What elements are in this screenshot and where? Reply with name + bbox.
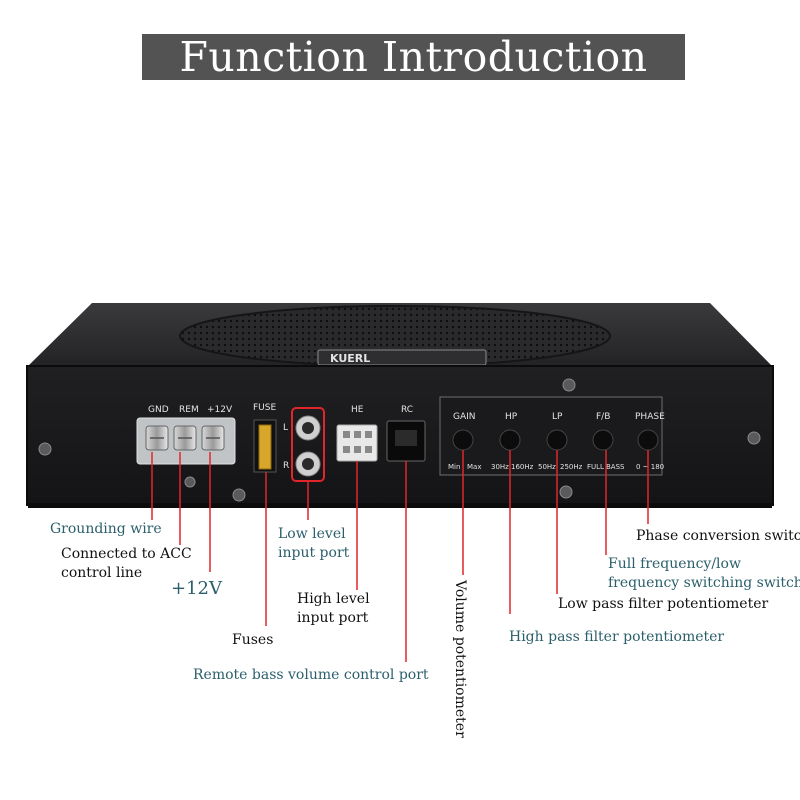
terminal-label-gnd: GND	[148, 405, 169, 415]
control-label-gain: GAIN	[453, 412, 476, 422]
fb-max-label: BASS	[606, 463, 625, 471]
callout-low-level-1: Low level	[278, 526, 346, 542]
callout-high-level-2: input port	[297, 610, 369, 626]
lp-max-label: 250Hz	[560, 463, 583, 471]
control-label-lp: LP	[552, 412, 563, 422]
callout-acc-line-1: Connected to ACC	[61, 546, 192, 562]
terminal-label-12v: +12V	[207, 405, 233, 415]
callout-fuses: Fuses	[232, 632, 274, 648]
callout-phase-switch: Phase conversion switch	[636, 528, 800, 544]
callout-volume-potentiometer: Volume potentiometer	[452, 580, 468, 738]
fuse-icon	[258, 424, 272, 470]
callout-lines	[151, 450, 649, 662]
screw-icon	[38, 378, 761, 502]
callout-high-level-1: High level	[297, 591, 370, 607]
hp-min-label: 30Hz	[491, 463, 509, 471]
gain-min-label: Min	[448, 463, 460, 471]
knob-icon	[452, 429, 659, 451]
rca-jack-icon	[295, 415, 321, 477]
fuse-label: FUSE	[253, 403, 276, 413]
page-title: Function Introduction	[142, 34, 685, 80]
gain-max-label: Max	[467, 463, 481, 471]
hp-max-label: 160Hz	[511, 463, 534, 471]
callout-plus12v: +12V	[171, 578, 222, 599]
channel-label-l: L	[283, 423, 288, 433]
callout-high-pass: High pass filter potentiometer	[509, 629, 725, 645]
phase-range-label: 0 ~ 180	[636, 463, 664, 471]
fb-min-label: FULL	[587, 463, 604, 471]
he-label: HE	[351, 405, 364, 415]
control-label-phase: PHASE	[635, 412, 665, 422]
control-label-hp: HP	[505, 412, 518, 422]
callout-grounding-wire: Grounding wire	[50, 521, 162, 537]
callout-full-freq-2: frequency switching switch	[608, 575, 800, 591]
brand-logo: KUERL	[330, 352, 370, 365]
rc-label: RC	[401, 405, 413, 415]
chassis-bottom-edge	[28, 503, 772, 508]
high-level-connector	[336, 424, 378, 462]
callout-full-freq-1: Full frequency/low	[608, 556, 741, 572]
callout-low-level-2: input port	[278, 545, 350, 561]
control-label-fb: F/B	[596, 412, 610, 422]
terminal-label-rem: REM	[179, 405, 199, 415]
callout-acc-line-2: control line	[61, 565, 143, 581]
channel-label-r: R	[283, 461, 289, 471]
callout-low-pass: Low pass filter potentiometer	[558, 596, 769, 612]
callout-remote-bass: Remote bass volume control port	[193, 667, 429, 683]
lp-min-label: 50Hz	[538, 463, 556, 471]
terminal-screw-icon	[145, 425, 225, 451]
